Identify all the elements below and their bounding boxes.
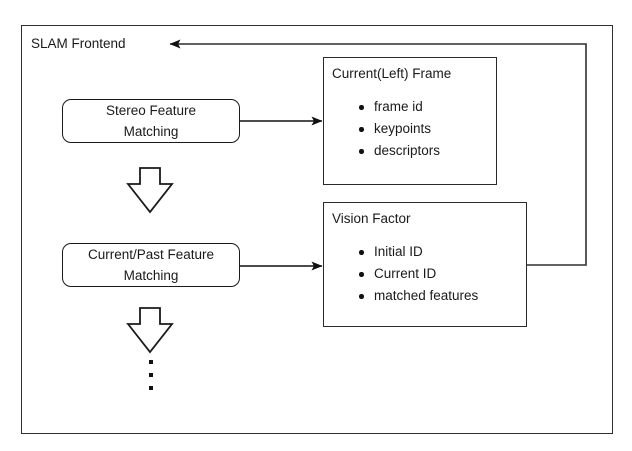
data-box-current-left-frame-list: frame id keypoints descriptors [352,96,440,162]
process-box-stereo-line2: Matching [123,124,179,139]
page-title: SLAM Frontend [31,36,126,51]
process-box-current-past-line1: Current/Past Feature [87,247,215,262]
data-box-vision-factor-list: Initial ID Current ID matched features [352,241,478,307]
data-box-current-left-frame[interactable]: Current(Left) Frame frame id keypoints d… [323,57,497,185]
process-box-current-past-feature-matching[interactable]: Current/Past Feature Matching [62,243,240,287]
vertical-ellipsis-icon [146,360,156,399]
list-item: matched features [358,285,478,307]
slam-frontend-container [21,25,613,434]
process-box-current-past-line2: Matching [123,268,179,283]
data-box-current-left-frame-title: Current(Left) Frame [332,66,452,81]
list-item: descriptors [358,140,440,162]
data-box-vision-factor-title: Vision Factor [332,211,411,226]
process-box-stereo-line1: Stereo Feature [105,103,197,118]
list-item: Current ID [358,263,478,285]
process-box-stereo-feature-matching[interactable]: Stereo Feature Matching [62,99,240,143]
data-box-vision-factor[interactable]: Vision Factor Initial ID Current ID matc… [323,202,527,327]
list-item: Initial ID [358,241,478,263]
list-item: keypoints [358,118,440,140]
list-item: frame id [358,96,440,118]
